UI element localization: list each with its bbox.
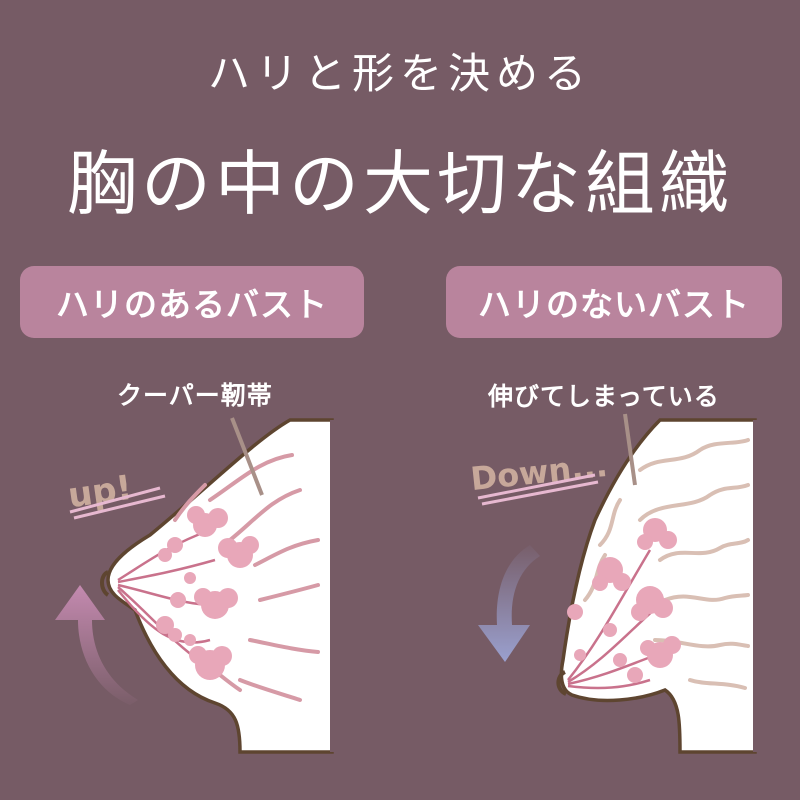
- firm-pointer-line: [230, 417, 264, 496]
- firm-breast-body: [106, 418, 334, 754]
- up-underline: [69, 486, 166, 520]
- down-scribble: Down...: [469, 446, 610, 498]
- down-arrow-icon: [478, 545, 540, 662]
- label-firm-bust: ハリのあるバスト: [20, 266, 364, 338]
- up-scribble: up!: [66, 468, 135, 517]
- sagging-breast-illustration: Down...: [469, 413, 757, 754]
- sagging-ducts: [567, 549, 671, 690]
- cooper-ligament-label: クーパー靭帯: [117, 381, 273, 410]
- stretched-label: 伸びてしまっている: [488, 382, 720, 411]
- down-underline: [477, 473, 599, 506]
- label-sagging-bust: ハリのないバスト: [446, 266, 782, 338]
- sagging-pointer-line: [623, 413, 637, 486]
- title-line-2: 胸の中の大切な組織: [67, 143, 733, 225]
- up-arrow-icon: [55, 585, 138, 705]
- title-line-1: ハリと形を決める: [207, 49, 592, 98]
- firm-nipple: [100, 570, 110, 597]
- sagging-nipple: [556, 670, 567, 696]
- sagging-breast-body: [559, 418, 757, 754]
- firm-glands: [156, 506, 259, 680]
- firm-breast-illustration: up!: [55, 417, 334, 754]
- sagging-glands: [567, 518, 681, 683]
- firm-ligaments: [173, 453, 320, 702]
